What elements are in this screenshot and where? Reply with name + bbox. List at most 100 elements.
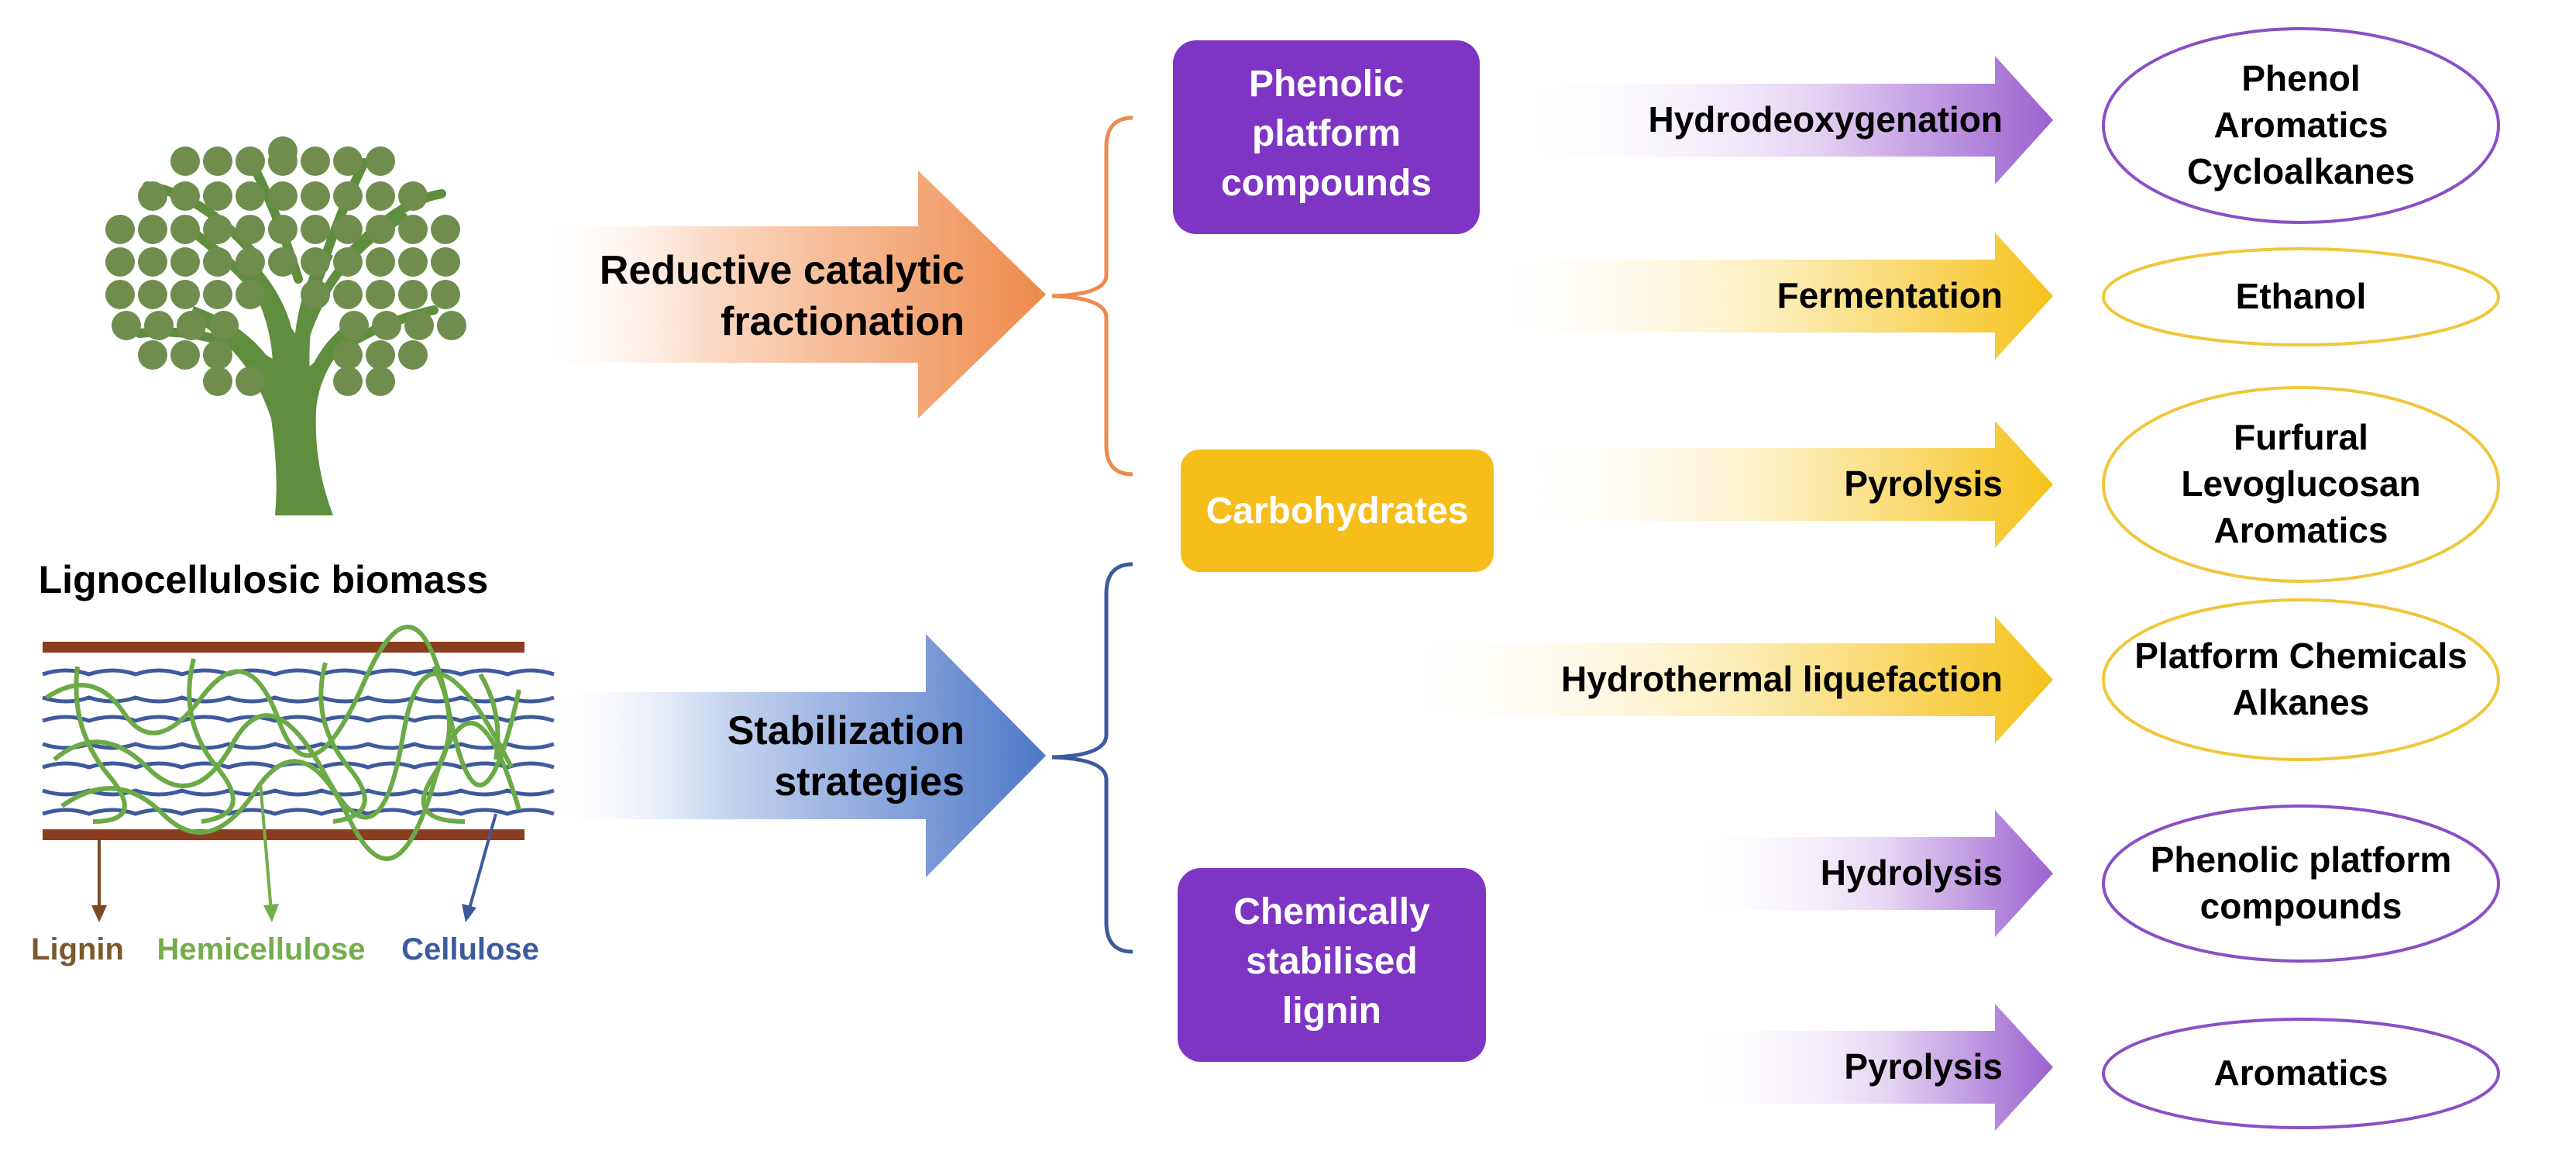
legend-lignin: Lignin bbox=[31, 932, 124, 966]
product-ellipse-6 bbox=[2102, 1018, 2500, 1129]
tree-leaf bbox=[404, 311, 434, 340]
biomass-title: Lignocellulosic biomass bbox=[39, 558, 489, 601]
rcf-arrow bbox=[531, 171, 1046, 419]
tree-leaf bbox=[138, 215, 167, 244]
product-ellipse-4 bbox=[2102, 598, 2500, 761]
hdo-arrow bbox=[1507, 56, 2053, 184]
tree-leaf bbox=[398, 181, 428, 211]
tree-leaf bbox=[203, 367, 232, 396]
tree-leaf bbox=[236, 146, 265, 176]
tree-leaf bbox=[170, 146, 200, 176]
tree-leaf bbox=[301, 247, 330, 277]
tree-leaf bbox=[138, 247, 167, 277]
legend-hemicellulose: Hemicellulose bbox=[156, 932, 365, 966]
tree-leaf bbox=[138, 280, 167, 309]
phenolic-platform-box bbox=[1173, 40, 1480, 234]
pyrolysis-carb-arrow bbox=[1495, 421, 2053, 548]
tree-leaf bbox=[301, 280, 330, 309]
stab-label-line2: strategies bbox=[774, 760, 965, 805]
hemicellulose-strand bbox=[421, 665, 466, 824]
tree-leaf bbox=[268, 146, 297, 176]
product-2-line1: Ethanol bbox=[2236, 276, 2367, 316]
pyrolysis-carb-label: Pyrolysis bbox=[1844, 463, 2003, 504]
product-4-line2: Alkanes bbox=[2233, 682, 2369, 722]
lignin-bar-top bbox=[43, 642, 524, 653]
tree-leaf bbox=[236, 367, 265, 396]
tree-leaf bbox=[333, 181, 363, 211]
product-ellipse-3 bbox=[2102, 386, 2500, 583]
tree-leaf bbox=[170, 181, 200, 211]
product-3-line3: Aromatics bbox=[2214, 510, 2389, 550]
phenolic-box-line1: Phenolic bbox=[1249, 64, 1404, 105]
tree-leaf bbox=[138, 181, 167, 211]
tree-leaf bbox=[268, 247, 297, 277]
tree-leaf bbox=[398, 340, 428, 370]
tree-leaf bbox=[437, 311, 466, 340]
hydrolysis-label: Hydrolysis bbox=[1821, 853, 2003, 893]
tree-leaf bbox=[138, 340, 167, 370]
stabilization-brace bbox=[1051, 562, 1133, 954]
tree-leaf bbox=[105, 247, 135, 277]
tree-leaf bbox=[209, 311, 239, 340]
tree-leaf bbox=[301, 215, 330, 244]
tree-leaf bbox=[366, 247, 395, 277]
tree-leaf bbox=[366, 146, 395, 176]
fermentation-label: Fermentation bbox=[1777, 275, 2003, 315]
cellulose-strand bbox=[42, 695, 555, 704]
tree-leaf bbox=[431, 280, 460, 309]
tree-leaf bbox=[170, 247, 200, 277]
tree-leaf bbox=[236, 215, 265, 244]
tree-leaf bbox=[236, 280, 265, 309]
stabilised-box-line1: Chemically bbox=[1233, 891, 1430, 932]
rcf-brace bbox=[1051, 115, 1133, 477]
tree-leaf bbox=[203, 181, 232, 211]
tree-leaf bbox=[203, 247, 232, 277]
tree-leaf bbox=[203, 340, 232, 370]
hdo-label: Hydrodeoxygenation bbox=[1648, 99, 2003, 140]
carbohydrates-box bbox=[1181, 450, 1494, 572]
hemicellulose-strand bbox=[60, 720, 521, 861]
tree-leaf bbox=[236, 181, 265, 211]
stabilised-lignin-box bbox=[1178, 868, 1486, 1062]
cellulose-pointer bbox=[468, 813, 497, 909]
tree-trunk bbox=[190, 250, 364, 515]
product-ellipse-2 bbox=[2102, 247, 2500, 346]
carbohydrates-box-label: Carbohydrates bbox=[1206, 491, 1469, 532]
hemicellulose-strand bbox=[318, 662, 367, 824]
product-3-line2: Levoglucosan bbox=[2181, 463, 2420, 504]
tree-leaf bbox=[203, 146, 232, 176]
hydrolysis-arrow bbox=[1681, 810, 2053, 937]
tree-leaf bbox=[177, 311, 206, 340]
tree-icon bbox=[105, 136, 466, 515]
tree-leaf bbox=[268, 181, 297, 211]
tree-leaf bbox=[333, 340, 363, 370]
product-1-line1: Phenol bbox=[2241, 58, 2360, 98]
product-ellipse-1 bbox=[2102, 27, 2500, 224]
hemicellulose-strand bbox=[187, 658, 236, 824]
product-1-line3: Cycloalkanes bbox=[2187, 151, 2415, 191]
fermentation-arrow bbox=[1464, 233, 2053, 360]
tree-leaf bbox=[203, 280, 232, 309]
tree-leaf bbox=[333, 215, 363, 244]
tree-leaf bbox=[203, 215, 232, 244]
pyrolysis-lignin-label: Pyrolysis bbox=[1844, 1046, 2003, 1087]
tree-leaf bbox=[105, 215, 135, 244]
hemicellulose-strand bbox=[74, 666, 127, 824]
tree-leaf bbox=[372, 311, 401, 340]
tree-leaf bbox=[301, 146, 330, 176]
tree-leaf bbox=[170, 215, 200, 244]
product-3-line1: Furfural bbox=[2234, 417, 2368, 457]
tree-leaf bbox=[112, 311, 141, 340]
tree-leaf bbox=[144, 311, 174, 340]
fiber-strands bbox=[42, 624, 555, 861]
cellulose-strand bbox=[42, 715, 555, 723]
phenolic-box-line3: compounds bbox=[1221, 163, 1432, 204]
tree-leaf bbox=[431, 247, 460, 277]
tree-leaf bbox=[333, 146, 363, 176]
stabilised-box-line2: stabilised bbox=[1246, 941, 1417, 982]
tree-leaf bbox=[333, 367, 363, 396]
tree-leaf bbox=[398, 280, 428, 309]
tree-leaf bbox=[366, 215, 395, 244]
tree-leaf bbox=[236, 247, 265, 277]
